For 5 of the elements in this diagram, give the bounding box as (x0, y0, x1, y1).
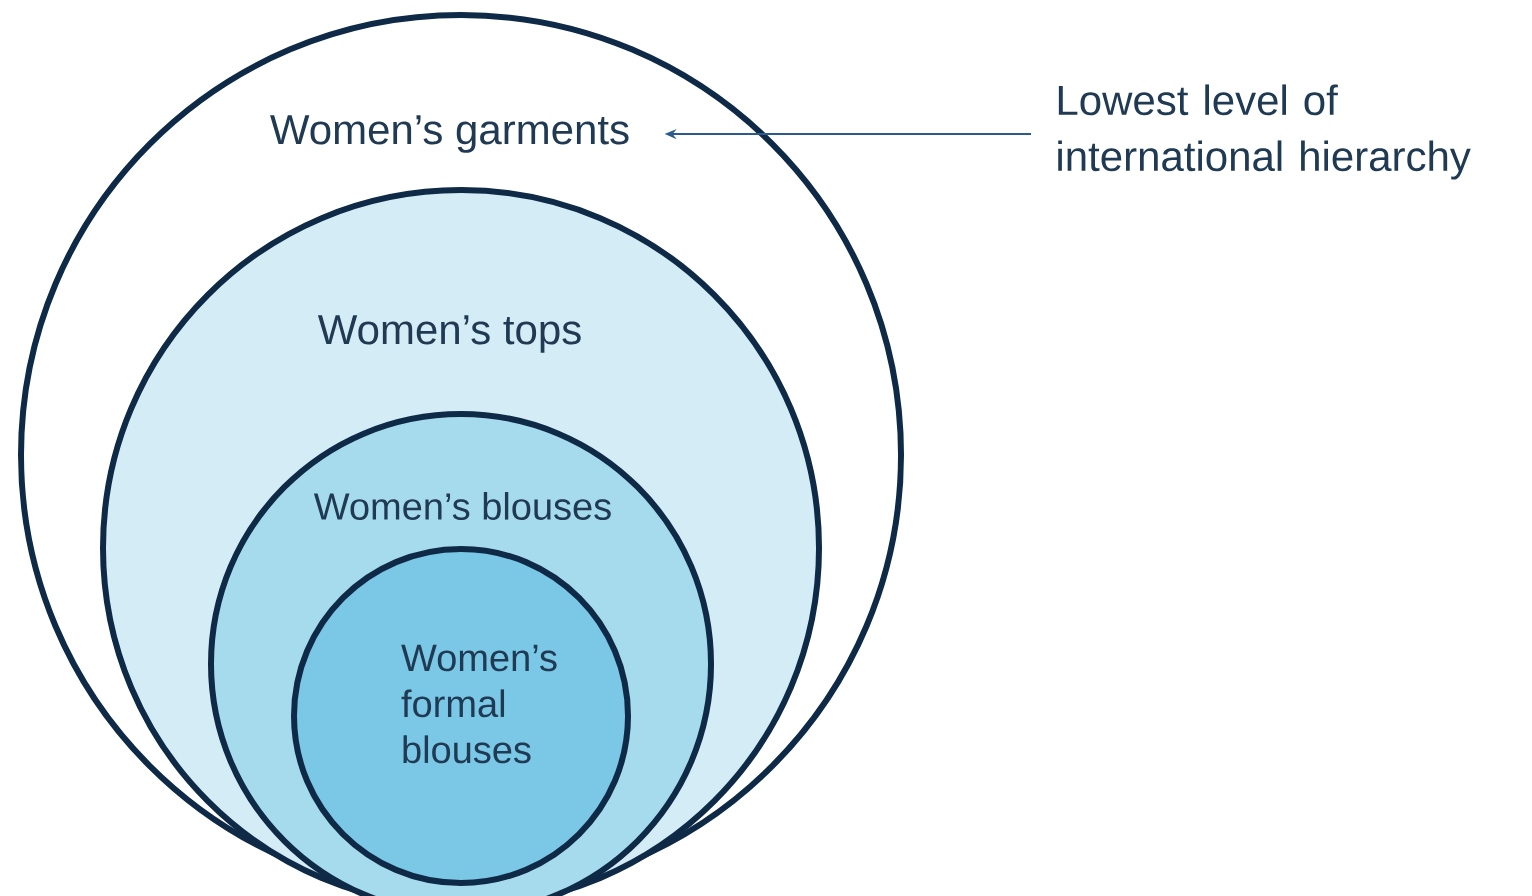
circle-label: Women’s formal blouses (401, 644, 557, 764)
circle-label: Women’s blouses (313, 492, 611, 520)
circle-label: Women’s tops (317, 315, 581, 353)
annotation-text: Lowest level of international hierarchy (1058, 84, 1471, 180)
circle-label: Women’s garments (270, 115, 629, 153)
